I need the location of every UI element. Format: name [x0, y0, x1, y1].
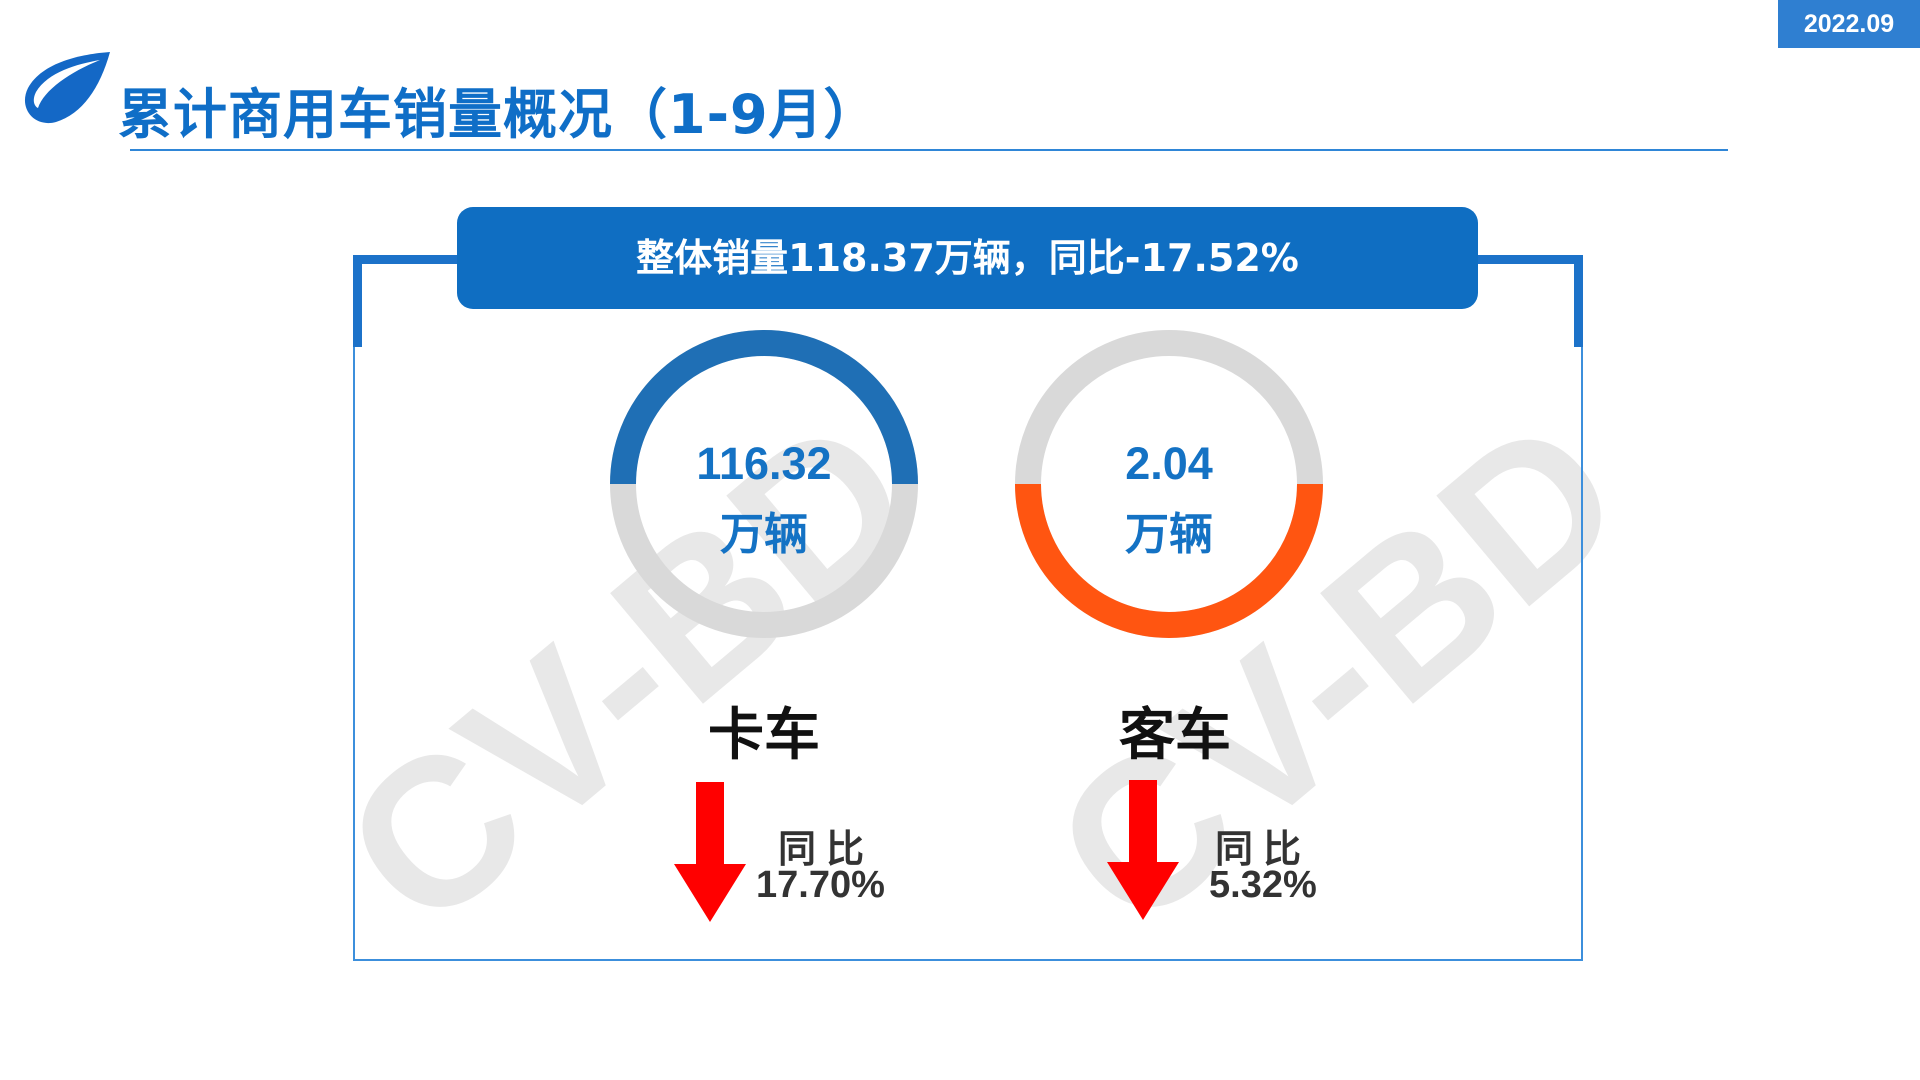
bus-label: 客车 — [1119, 703, 1231, 768]
summary-banner: 整体销量118.37万辆，同比-17.52% — [457, 207, 1478, 309]
page-title: 累计商用车销量概况（1-9月） — [118, 83, 879, 146]
panel-corner-right — [1574, 255, 1583, 347]
down-arrow-icon — [674, 782, 746, 922]
bus-volume-unit: 万辆 — [1125, 509, 1213, 560]
summary-panel — [353, 257, 1583, 961]
panel-corner-left — [353, 255, 458, 264]
down-arrow-icon — [1107, 780, 1179, 920]
truck-volume-unit: 万辆 — [720, 509, 808, 560]
ring-fill — [1015, 483, 1323, 638]
truck-volume-value: 116.32 — [696, 438, 832, 489]
title-divider — [130, 149, 1728, 151]
water-drop-logo-icon — [24, 52, 111, 124]
panel-corner-right — [1478, 255, 1583, 264]
bus-volume-value: 2.04 — [1125, 438, 1213, 489]
bus-yoy-label: 同比 — [1215, 827, 1312, 871]
date-badge: 2022.09 — [1778, 0, 1920, 48]
truck-yoy-value: 17.70% — [756, 864, 885, 906]
bus-yoy-value: 5.32% — [1209, 864, 1317, 906]
bus-donut — [1015, 330, 1323, 638]
panel-corner-left — [353, 255, 362, 347]
ring-fill — [610, 330, 918, 485]
truck-yoy-label: 同比 — [778, 827, 875, 871]
truck-label: 卡车 — [708, 703, 820, 768]
truck-donut — [610, 330, 918, 638]
